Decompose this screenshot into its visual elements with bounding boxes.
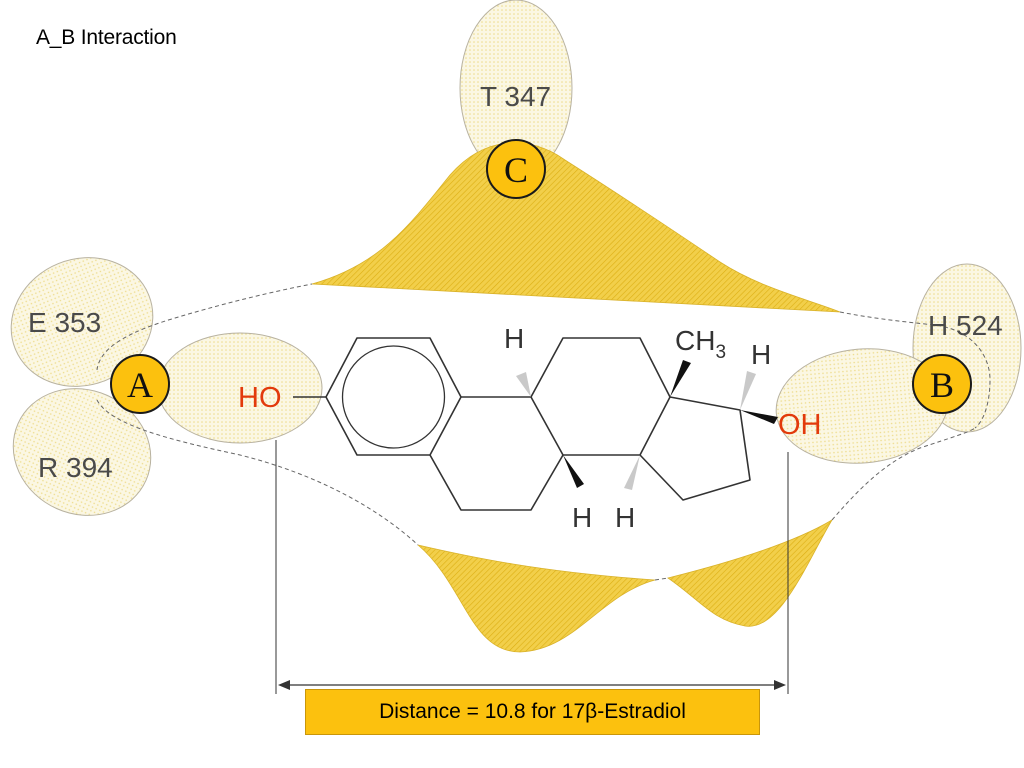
estradiol-structure	[293, 337, 751, 511]
site-a-circle	[110, 354, 170, 414]
methyl-label: CH3	[675, 325, 726, 363]
site-c-circle	[486, 139, 546, 199]
distance-label-box: Distance = 10.8 for 17β-Estradiol	[305, 689, 760, 735]
page-title: A_B Interaction	[36, 26, 177, 49]
residue-label-r394: R 394	[38, 452, 113, 483]
wedge-h14-hashed	[624, 455, 640, 490]
wedge-h8	[563, 455, 584, 488]
wedge-methyl	[670, 360, 691, 397]
wedge-h17-hashed	[740, 371, 756, 410]
binding-envelope-mid	[654, 577, 669, 581]
pocket-r394	[12, 388, 152, 516]
distance-arrowhead-right	[774, 680, 786, 690]
residue-label-e353: E 353	[28, 307, 101, 338]
site-marker-c: C	[486, 139, 546, 199]
hydrogen-label-h17: H	[751, 339, 771, 370]
wedge-h9-hashed	[516, 372, 531, 397]
ring-b	[429, 454, 564, 511]
residue-label-t347: T 347	[480, 81, 551, 112]
distance-label: Distance = 10.8 for 17β-Estradiol	[379, 700, 686, 723]
site-marker-b: B	[912, 354, 972, 414]
aromatic-circle	[341, 345, 446, 449]
hydroxyl-label-3: HO	[238, 382, 282, 414]
ring-d	[639, 396, 751, 501]
hydrophobic-region-top	[311, 142, 841, 313]
site-a-label: A	[127, 365, 153, 405]
distance-arrowhead-left	[278, 680, 290, 690]
site-c-label: C	[504, 150, 528, 190]
hydrophobic-region-bottom-left	[417, 544, 656, 653]
pocket-e353	[10, 257, 154, 387]
hydroxyl-label-17: OH	[778, 409, 822, 441]
hydrogen-label-h8: H	[572, 502, 592, 533]
residue-label-h524: H 524	[928, 310, 1003, 341]
binding-envelope-top	[96, 283, 991, 429]
site-b-circle	[912, 354, 972, 414]
site-marker-a: A	[110, 354, 170, 414]
ring-c	[530, 337, 671, 456]
wedge-oh17	[740, 410, 778, 424]
hydrogen-label-h14: H	[615, 502, 635, 533]
binding-envelope-bottom	[96, 399, 976, 546]
site-b-label: B	[930, 365, 954, 405]
hydrophobic-region-bottom-right	[667, 519, 833, 627]
hydrogen-label-h9: H	[504, 323, 524, 354]
ring-a	[325, 337, 462, 456]
